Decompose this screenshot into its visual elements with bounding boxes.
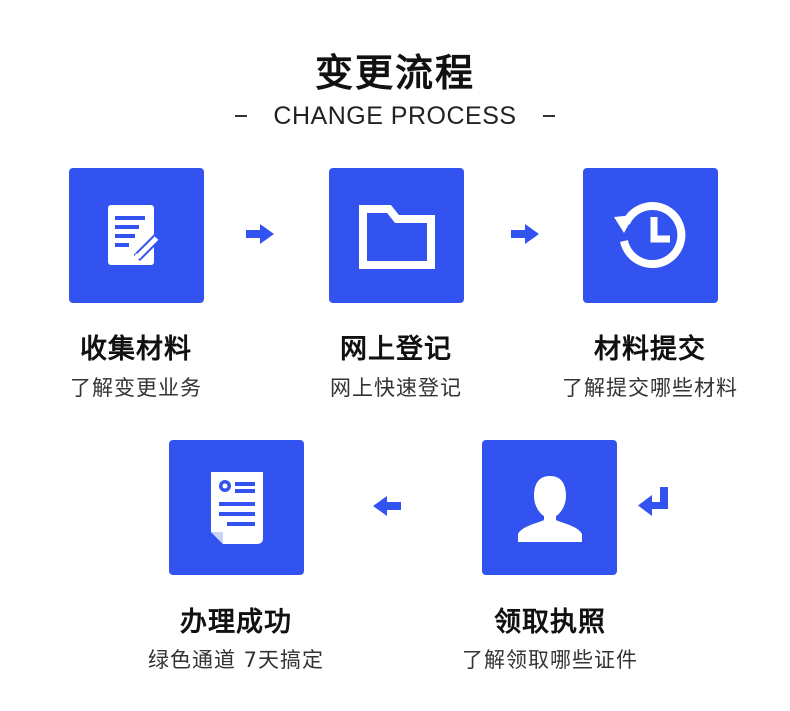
folder-icon	[358, 204, 435, 269]
subtitle-dash-right	[542, 115, 555, 117]
step-collect-title: 收集材料	[80, 334, 192, 365]
step-success-box	[169, 440, 304, 575]
step-register-title: 网上登记	[340, 334, 452, 365]
step-submit-desc: 了解提交哪些材料	[562, 376, 738, 400]
step-register-box	[329, 168, 464, 303]
certificate-icon	[210, 471, 263, 544]
subtitle-dash-left	[235, 115, 248, 117]
page-subtitle: CHANGE PROCESS	[273, 101, 517, 130]
return-arrow-icon	[638, 487, 668, 516]
user-icon	[517, 475, 582, 542]
arrow-left-icon	[373, 496, 401, 516]
step-collect-desc: 了解变更业务	[70, 376, 202, 400]
subtitle-row: CHANGE PROCESS	[0, 100, 790, 132]
step-submit-title: 材料提交	[594, 334, 706, 365]
history-clock-icon	[613, 201, 685, 268]
step-license-title: 领取执照	[494, 607, 606, 638]
step-license-desc: 了解领取哪些证件	[462, 648, 638, 672]
step-collect-box	[69, 168, 204, 303]
arrow-right-icon	[246, 224, 274, 244]
step-license-box	[482, 440, 617, 575]
page-title: 变更流程	[314, 51, 475, 95]
document-edit-icon	[107, 204, 161, 265]
step-register-desc: 网上快速登记	[330, 376, 462, 400]
step-success-desc: 绿色通道 7天搞定	[147, 648, 325, 672]
arrow-right-icon	[511, 224, 539, 244]
step-success-title: 办理成功	[180, 607, 292, 638]
step-submit-box	[583, 168, 718, 303]
